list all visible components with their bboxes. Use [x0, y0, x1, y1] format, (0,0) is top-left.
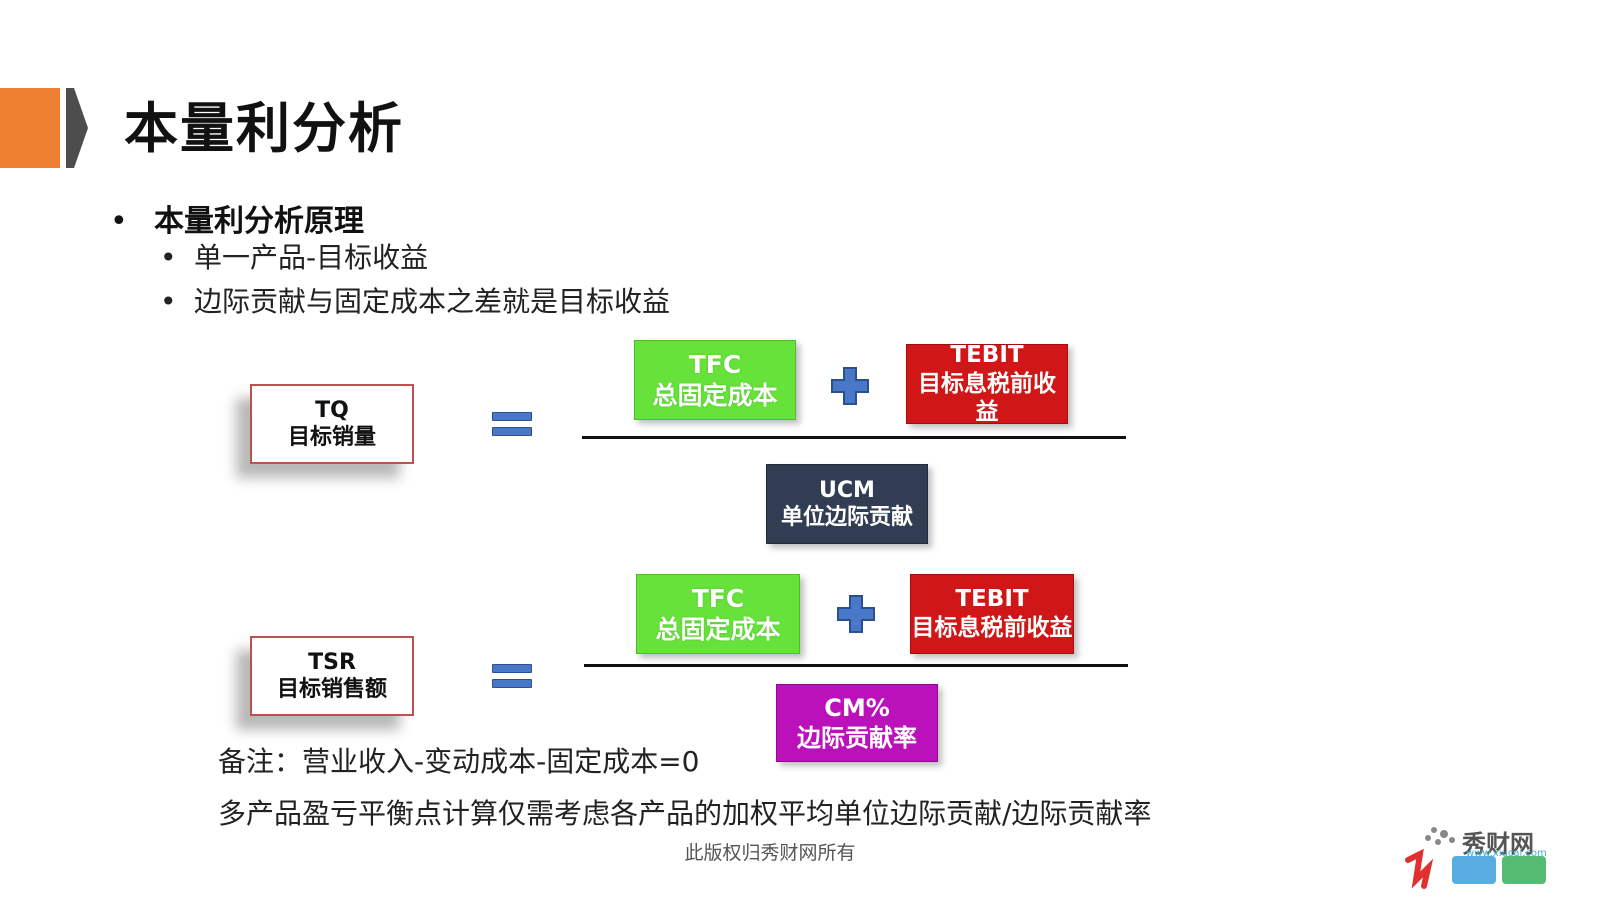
plus-sign-icon — [831, 367, 869, 405]
note-line: 多产品盈亏平衡点计算仅需考虑各产品的加权平均单位边际贡献/边际贡献率 — [218, 797, 1152, 830]
note-line: 备注：营业收入-变动成本-固定成本=0 — [218, 745, 700, 778]
box-code: CM% — [824, 694, 890, 722]
box-code: TFC — [691, 583, 745, 613]
box-label: 边际贡献率 — [797, 724, 917, 752]
box-code: TEBIT — [955, 586, 1029, 613]
box-code: TSR — [308, 649, 356, 675]
box-code: UCM — [819, 477, 875, 503]
logo-url: www.xiucai.com — [1466, 848, 1547, 859]
equals-sign-icon — [492, 664, 532, 694]
tfc-box: TFC 总固定成本 — [636, 574, 800, 654]
tfc-box: TFC 总固定成本 — [634, 340, 796, 420]
xiucai-logo-icon — [1405, 827, 1546, 889]
box-label: 目标销量 — [287, 425, 376, 450]
fraction-line — [584, 664, 1128, 667]
tebit-box: TEBIT 目标息税前收益 — [906, 341, 1068, 425]
box-label: 目标息税前收益 — [911, 615, 1073, 641]
tsr-box: TSR 目标销售额 — [250, 636, 414, 716]
tq-box: TQ 目标销量 — [250, 384, 414, 464]
box-code: TEBIT — [950, 341, 1024, 368]
title-accent-bar — [0, 88, 60, 168]
box-label: 目标销售额 — [276, 677, 387, 702]
box-label: 目标息税前收益 — [918, 370, 1056, 426]
ucm-box: UCM 单位边际贡献 — [766, 464, 928, 544]
cm-ratio-box: CM% 边际贡献率 — [776, 684, 938, 762]
page-title: 本量利分析 — [124, 97, 404, 160]
equals-sign-icon — [492, 412, 532, 442]
box-code: TQ — [315, 397, 349, 423]
tebit-box: TEBIT 目标息税前收益 — [910, 574, 1074, 654]
sub-bullet-text: 边际贡献与固定成本之差就是目标收益 — [194, 285, 671, 318]
box-label: 总固定成本 — [652, 381, 778, 410]
sub-bullet: •边际贡献与固定成本之差就是目标收益 — [160, 285, 671, 318]
sub-bullet: •单一产品-目标收益 — [160, 241, 429, 274]
logo-name: 秀财网 — [1462, 830, 1534, 858]
box-code: TFC — [688, 349, 742, 379]
sub-bullet-text: 单一产品-目标收益 — [194, 241, 429, 274]
copyright-text: 此版权归秀财网所有 — [684, 842, 856, 864]
box-label: 单位边际贡献 — [780, 505, 913, 530]
fraction-line — [582, 436, 1126, 439]
plus-sign-icon — [837, 595, 875, 633]
section-heading: •本量利分析原理 — [110, 204, 364, 239]
title-chevron-icon — [66, 88, 88, 168]
section-heading-text: 本量利分析原理 — [154, 204, 364, 239]
box-label: 总固定成本 — [655, 615, 781, 644]
